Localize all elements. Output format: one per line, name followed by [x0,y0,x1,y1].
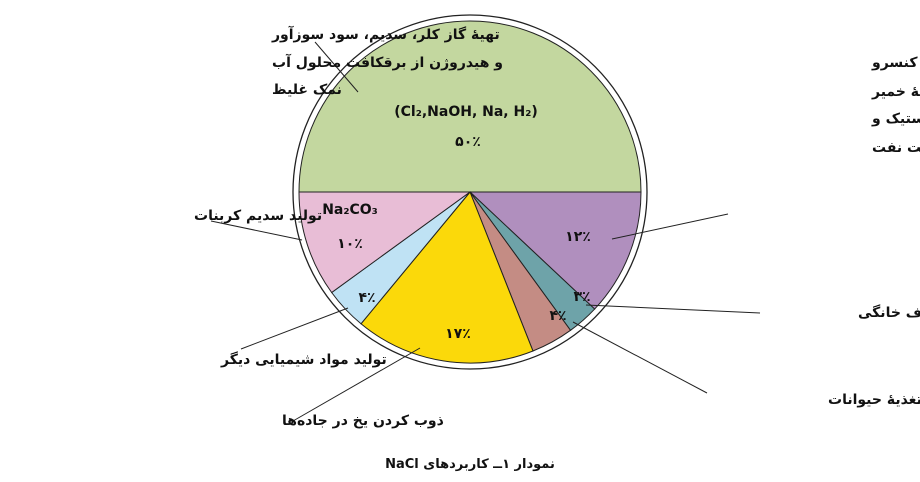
slice-inner-label: Na₂CO₃ [322,202,378,218]
slice-outer-label: مصرف خانگی [858,304,920,321]
chart-caption: نمودار ۱ــ کاربردهای NaCl [385,457,555,472]
outer-labels: تهیهٔ گاز کلر، سدیم، سود سوزآور و هیدروژن… [194,25,920,429]
leader-line [314,41,359,93]
leader-line [585,304,761,314]
slice-inner-label: ۱۷٪ [445,326,471,342]
leader-line [210,220,303,241]
slice-inner-label: ۴٪ [549,308,566,324]
slice-outer-label: تغذیهٔ حیوانات [828,392,920,408]
slice-inner-label: ۱۲٪ [565,229,591,245]
pie-slices [298,20,642,364]
leader-lines [210,41,761,422]
slice-inner-label: ۴٪ [358,290,375,306]
slice-inner-label: ۳٪ [573,289,590,305]
slice-outer-label: کاغذ، پارچه، رنگ، پلاستیک و [871,110,920,127]
slice-inner-label: ۱۰٪ [337,236,363,252]
slice-inner-label: (Cl₂,NaOH, Na, H₂) [394,104,538,120]
slice-outer-label: تولید سدیم کربنات [194,208,322,224]
pie-slice-sodium-carbonate [298,191,472,294]
leader-line [572,321,708,394]
slice-outer-label: نمک غلیظ [272,82,342,98]
leader-line [240,307,349,350]
slice-outer-label: صنعت نفت [872,140,920,156]
slice-inner-label: ۵۰٪ [455,134,481,150]
pie-slice-chlor-alkali [298,20,642,193]
inner-labels: (Cl₂,NaOH, Na, H₂) ۵۰٪ ۱۲٪ ۳٪ ۴٪ ۱۷٪ ۴٪ Na₂CO₃ ۱… [322,104,591,342]
slice-outer-label: تهیهٔ گاز کلر، سدیم، سود سوزآور [271,25,500,43]
leader-line [611,213,729,240]
slice-outer-label: تولید مواد شیمیایی دیگر [220,351,387,368]
slice-outer-label: تن، نرم کردن آب، تهیهٔ خمیر [871,82,920,100]
leader-line [292,347,421,422]
slice-outer-label: فراوری گوشت، تهیه کنسرو [871,54,920,71]
slice-outer-label: ذوب کردن یخ در جاده‌ها [282,413,444,429]
pie-slice-road-deicing [360,191,534,364]
pie-slice-food-industry [468,191,642,310]
slice-outer-label: و هیدروژن از برقکافت محلول آب [272,53,503,71]
